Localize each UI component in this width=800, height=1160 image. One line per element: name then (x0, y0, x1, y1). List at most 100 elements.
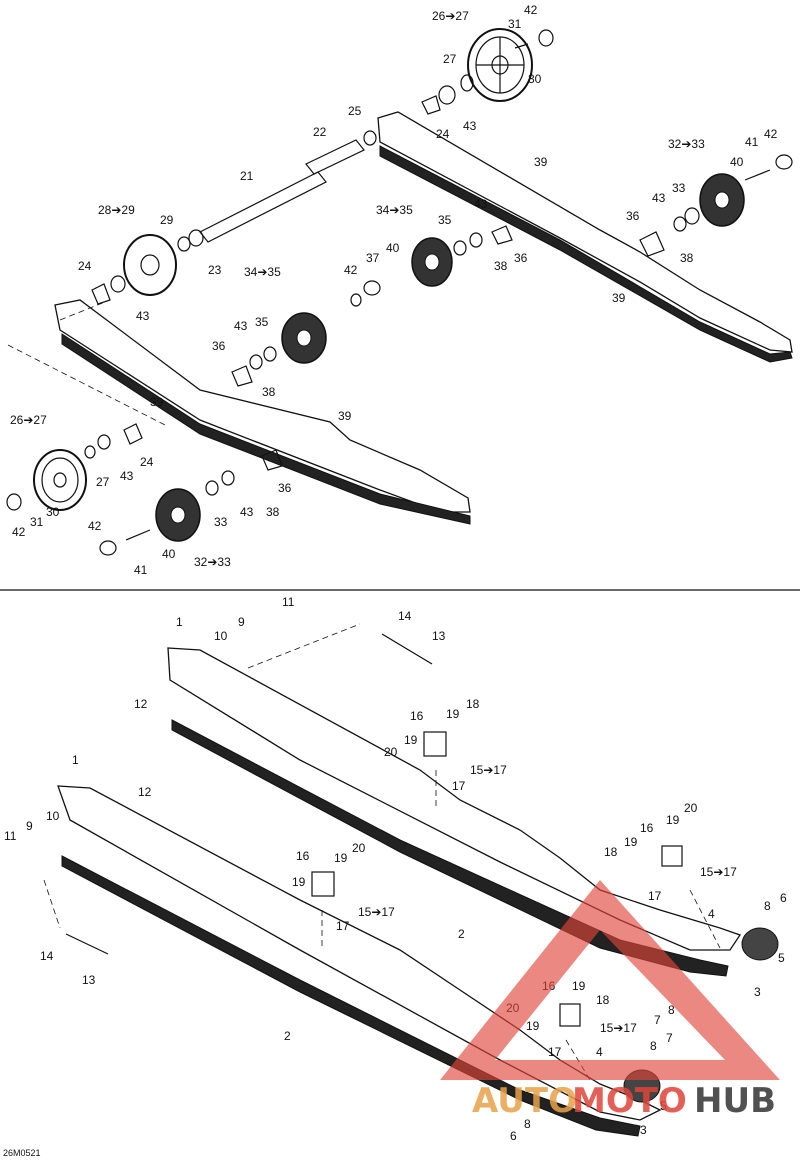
callout: 16 (296, 849, 310, 863)
callout: 41 (745, 135, 759, 149)
callout: 14 (398, 609, 412, 623)
callout: 16 (410, 709, 424, 723)
right-slider-upper (379, 145, 793, 363)
leader-line (43, 879, 61, 929)
callout: 30 (46, 505, 60, 519)
wheel-32-33-right (699, 173, 745, 227)
callout: 19 (446, 707, 460, 721)
callout: 5 (660, 1099, 667, 1113)
wheel-32-33-left (155, 488, 201, 542)
callout: 35 (438, 213, 452, 227)
callout: 19 (334, 851, 348, 865)
callout: 43 (120, 469, 134, 483)
callout: 18 (466, 697, 480, 711)
callout: 19 (666, 813, 680, 827)
callout: 12 (134, 697, 148, 711)
callout: 41 (134, 563, 148, 577)
callout: 22 (313, 125, 327, 139)
rail-1-rear (167, 647, 742, 951)
callout: 9 (26, 819, 33, 833)
callout: 3 (754, 985, 761, 999)
callout: 10 (214, 629, 228, 643)
bracket-16-d (559, 1003, 581, 1027)
callout: 32➔33 (194, 555, 231, 569)
lower-callouts: 1 11 9 10 14 13 12 16 19 18 20 19 15➔17 … (4, 595, 787, 1143)
callout: 38 (680, 251, 694, 265)
callout: 43 (136, 309, 150, 323)
bracket-16-c (661, 845, 683, 867)
callout: 8 (650, 1039, 657, 1053)
callout: 24 (78, 259, 92, 273)
callout: 39 (338, 409, 352, 423)
callout: 31 (30, 515, 44, 529)
callout: 43 (463, 119, 477, 133)
callout: 29 (160, 213, 174, 227)
callout: 1 (72, 753, 79, 767)
stopper-5-rear (741, 927, 779, 961)
callout: 14 (40, 949, 54, 963)
callout: 20 (352, 841, 366, 855)
callout: 17 (648, 889, 662, 903)
callout: 2 (284, 1029, 291, 1043)
callout: 15➔17 (470, 763, 507, 777)
bolt-13-front (65, 933, 109, 955)
callout: 40 (386, 241, 400, 255)
callout: 20 (384, 745, 398, 759)
left-slider-upper (61, 333, 471, 525)
figure-code: 26M0521 (3, 1148, 41, 1158)
callout: 42 (764, 127, 778, 141)
callout: 27 (443, 52, 457, 66)
callout: 18 (596, 993, 610, 1007)
callout: 3 (640, 1123, 647, 1137)
callout: 19 (292, 875, 306, 889)
callout: 6 (510, 1129, 517, 1143)
callout: 17 (548, 1045, 562, 1059)
callout: 34➔35 (244, 265, 281, 279)
callout: 10 (46, 809, 60, 823)
watermark-text-a: AUTO (472, 1081, 577, 1121)
callout: 23 (208, 263, 222, 277)
wheel-28-29 (123, 234, 177, 296)
callout: 7 (654, 1013, 661, 1027)
callout: 28➔29 (98, 203, 135, 217)
callout: 39 (150, 395, 164, 409)
wheel-34-35-left (281, 312, 327, 364)
callout: 36 (278, 481, 292, 495)
callout: 42 (12, 525, 26, 539)
bracket-16-a (423, 731, 447, 757)
callout: 40 (730, 155, 744, 169)
callout: 8 (764, 899, 771, 913)
left-rail-upper (54, 299, 471, 513)
callout: 43 (474, 197, 488, 211)
callout: 19 (526, 1019, 540, 1033)
callout: 26➔27 (10, 413, 47, 427)
callout: 43 (234, 319, 248, 333)
callout: 34➔35 (376, 203, 413, 217)
warning-triangle-icon (440, 880, 780, 1080)
callout: 39 (612, 291, 626, 305)
watermark-text-b: MOTO (572, 1081, 687, 1121)
small-parts-upper (6, 29, 793, 556)
right-rail-upper (377, 111, 793, 353)
callout: 42 (88, 519, 102, 533)
callout: 18 (604, 845, 618, 859)
callout: 24 (436, 127, 450, 141)
callout: 4 (708, 907, 715, 921)
callout: 31 (508, 17, 522, 31)
callout: 11 (282, 595, 295, 609)
callout: 1 (176, 615, 183, 629)
callout: 6 (780, 891, 787, 905)
callout: 16 (640, 821, 654, 835)
callout: 19 (572, 979, 586, 993)
callout: 42 (344, 263, 358, 277)
callout: 27 (96, 475, 110, 489)
callout: 20 (684, 801, 698, 815)
callout: 38 (494, 259, 508, 273)
callout: 30 (528, 72, 542, 86)
leader-line (247, 623, 361, 669)
wheel-26-27-left (33, 449, 87, 511)
upper-callouts: 26➔27 31 42 27 30 25 22 24 43 32➔33 41 4… (10, 3, 778, 577)
callout: 36 (626, 209, 640, 223)
callout: 15➔17 (600, 1021, 637, 1035)
